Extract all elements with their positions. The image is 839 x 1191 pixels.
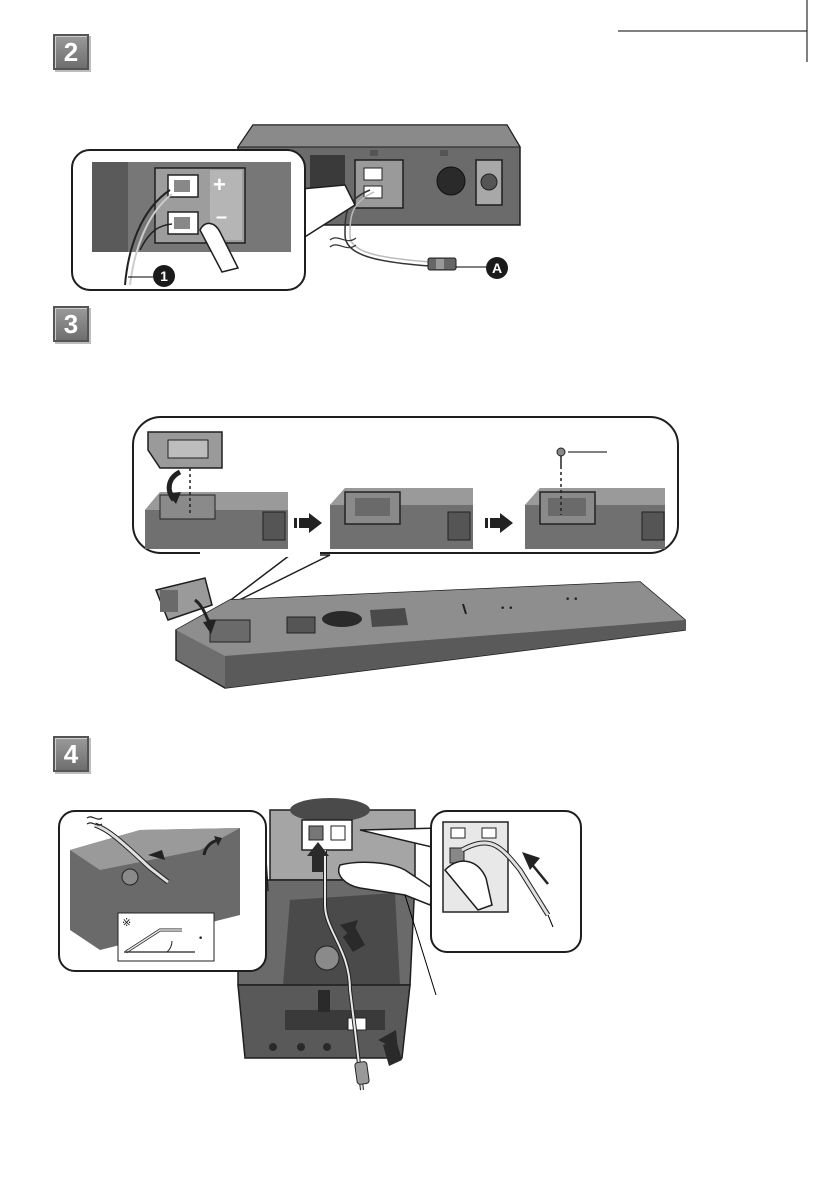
note-dot: • <box>198 934 203 944</box>
note-mark: ※ <box>122 916 131 929</box>
